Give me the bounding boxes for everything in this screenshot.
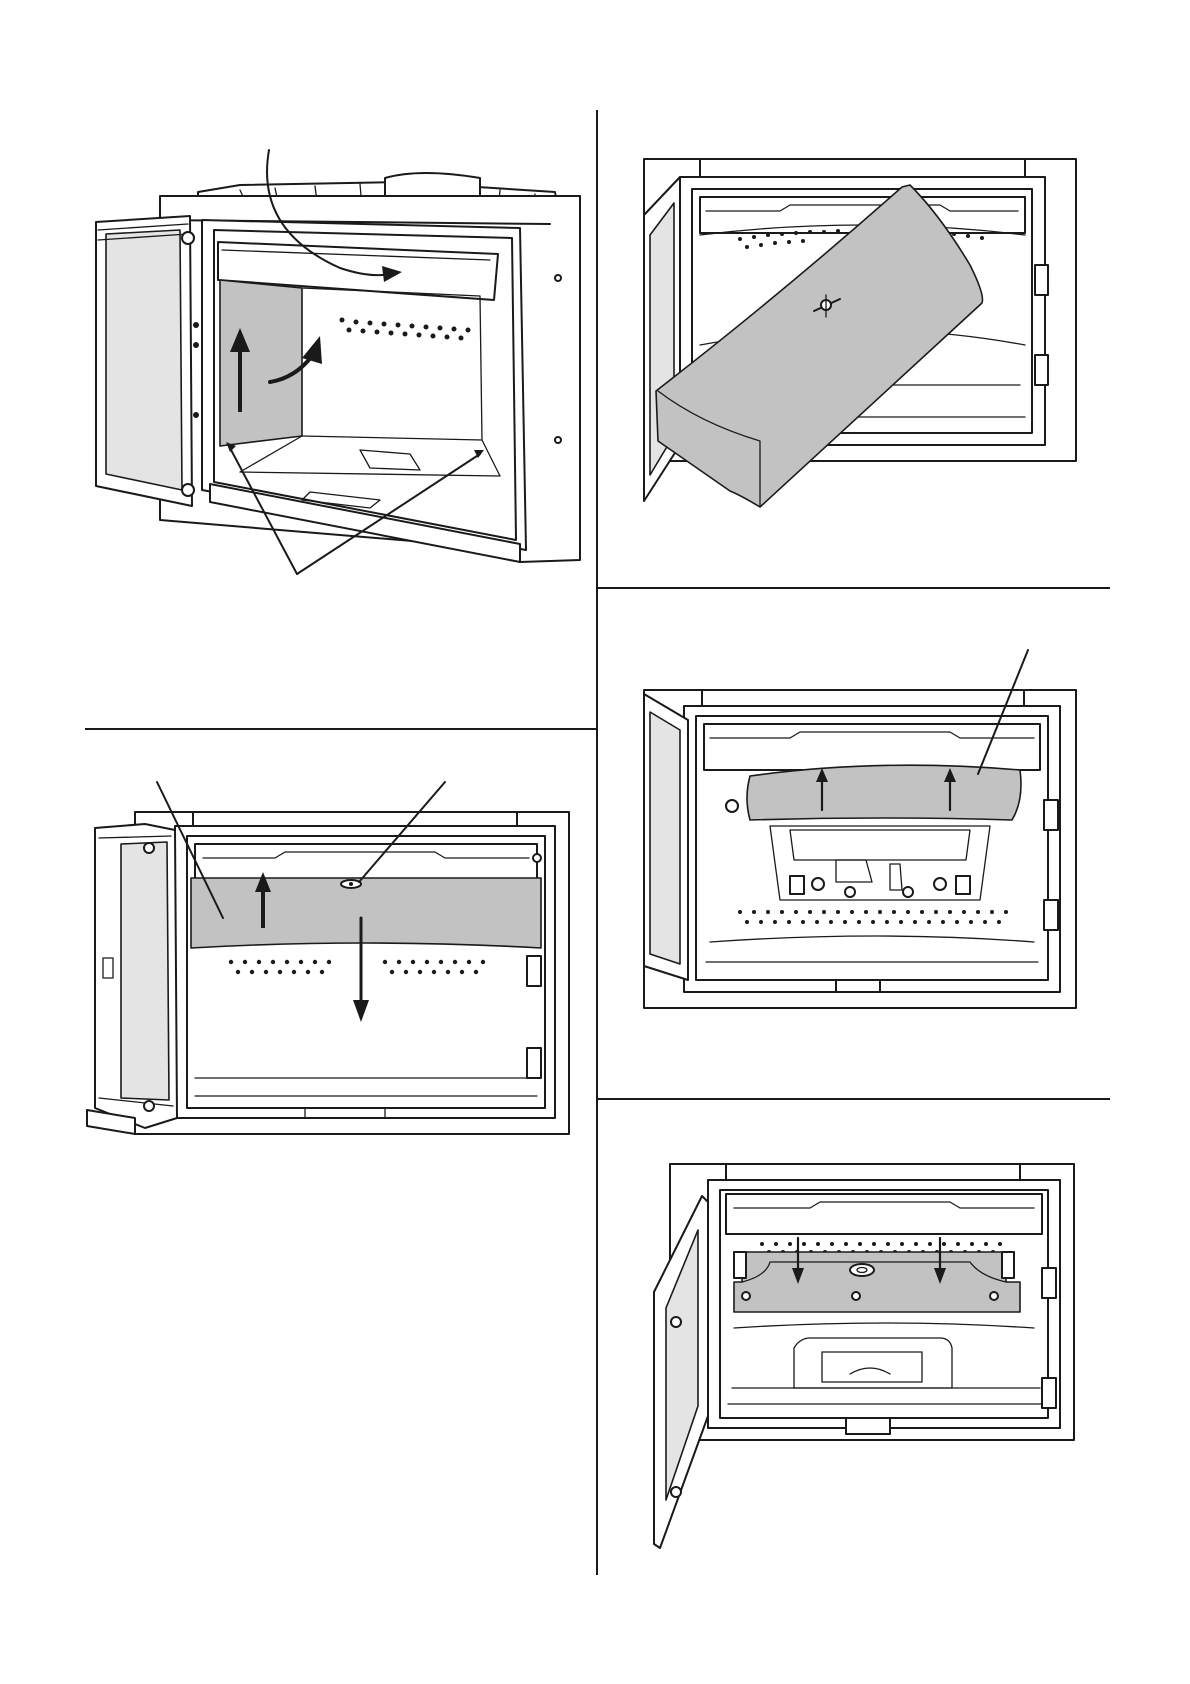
vertical-divider (596, 110, 598, 1575)
figure-1-illustration (80, 150, 580, 590)
horizontal-divider-right-2 (597, 1098, 1110, 1100)
baffle-plate (191, 878, 541, 948)
lower-panel (734, 1252, 1020, 1312)
horizontal-divider-right-1 (597, 587, 1110, 589)
figure-5-illustration (650, 1152, 1080, 1552)
figure-4-illustration (640, 650, 1080, 1020)
figure-2-illustration (640, 155, 1080, 555)
wing-nut-icon (341, 880, 361, 888)
figure-3 (85, 778, 585, 1158)
figure-5 (650, 1152, 1080, 1552)
side-panel (220, 280, 302, 446)
horizontal-divider-left (85, 728, 596, 730)
figure-2 (640, 155, 1080, 555)
figure-1 (80, 150, 580, 590)
figure-4 (640, 650, 1080, 1020)
top-panel (747, 765, 1021, 820)
wing-nut-icon (850, 1264, 874, 1276)
figure-3-illustration (85, 778, 585, 1158)
